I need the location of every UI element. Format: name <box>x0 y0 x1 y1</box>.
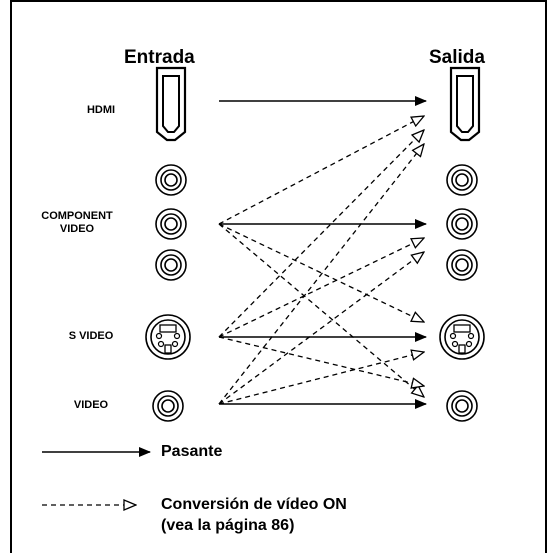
component-to-s-video-arrow <box>218 223 424 322</box>
hdmi-label: HDMI <box>86 104 116 116</box>
s-video-to-video-arrow <box>218 336 424 386</box>
component-input-icon-2 <box>155 208 187 240</box>
s-video-to-hdmi-arrow <box>218 130 424 338</box>
input-header: Entrada <box>124 47 195 68</box>
component-label-line2: VIDEO <box>59 223 95 235</box>
s-video-label: S VIDEO <box>68 330 114 342</box>
component-to-hdmi-arrow <box>218 116 424 225</box>
output-header: Salida <box>429 47 485 68</box>
component-output-icon-2 <box>446 208 478 240</box>
hdmi-output-icon <box>449 66 481 142</box>
component-input-icon-1 <box>155 164 187 196</box>
component-label-line1: COMPONENT <box>41 210 113 222</box>
video-input-icon <box>152 390 184 422</box>
video-to-hdmi-arrow <box>218 144 424 405</box>
video-output-icon <box>446 390 478 422</box>
component-to-video-arrow <box>218 223 424 397</box>
component-input-icon-3 <box>155 249 187 281</box>
component-output-icon-1 <box>446 164 478 196</box>
s-video-output-icon <box>439 314 485 360</box>
passthrough-arrows <box>219 96 427 409</box>
hdmi-input-icon <box>155 66 187 142</box>
legend-conversion-note: (vea la página 86) <box>161 517 295 534</box>
legend-conversion-label: Conversión de vídeo ON <box>161 496 347 513</box>
video-to-component-arrow <box>218 252 424 405</box>
video-label: VIDEO <box>73 399 109 411</box>
s-video-to-component-arrow <box>218 238 424 338</box>
diagram-frame <box>10 0 547 553</box>
video-to-s-video-arrow <box>218 352 424 405</box>
component-output-icon-3 <box>446 249 478 281</box>
legend-passthrough-label: Pasante <box>161 443 223 460</box>
s-video-input-icon <box>145 314 191 360</box>
conversion-arrows <box>218 116 424 405</box>
